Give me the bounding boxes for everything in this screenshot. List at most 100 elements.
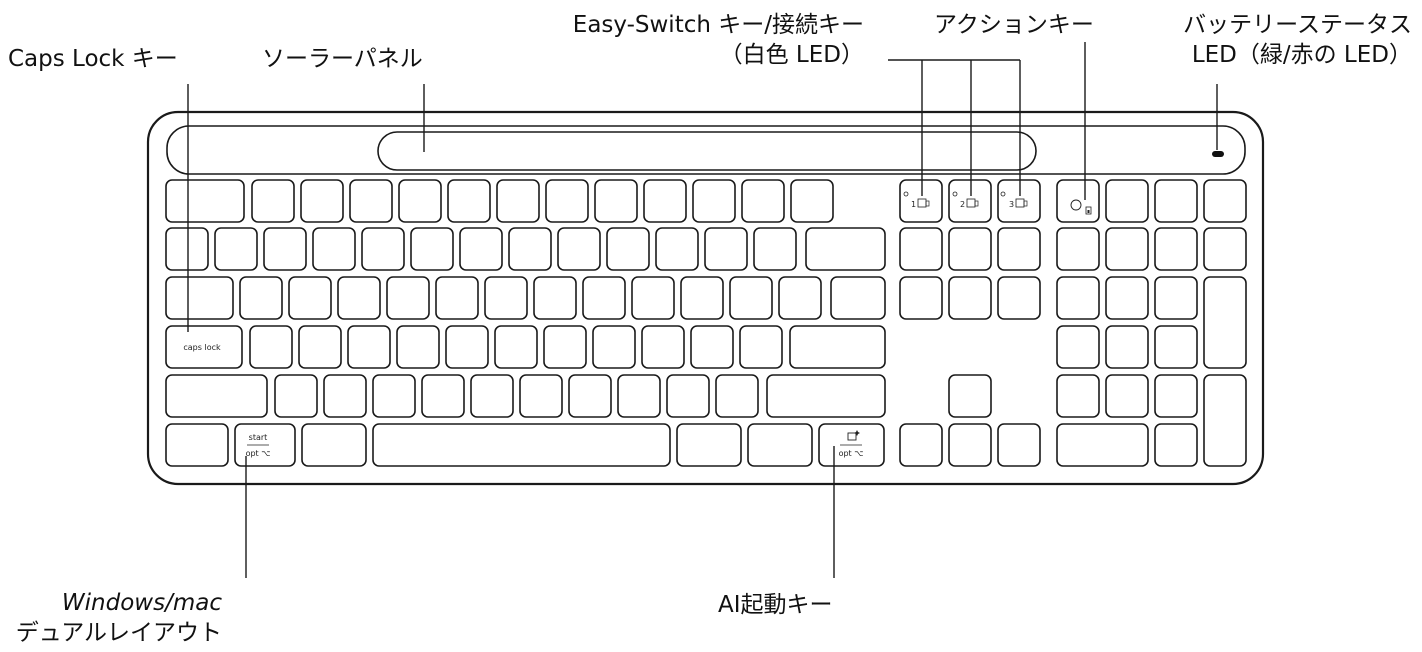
easy-switch-3-legend: 3 (1000, 191, 1028, 209)
key (704, 227, 748, 271)
ai-launch-callout: AI起動キー (718, 590, 833, 620)
key (519, 374, 563, 418)
svg-text:2: 2 (960, 200, 965, 209)
battery-status-callout: バッテリーステータス LED（緑/赤の LED） (1140, 10, 1412, 70)
cmd-key (301, 423, 367, 467)
callout-text: デュアルレイアウト (15, 620, 222, 646)
key (1203, 227, 1247, 271)
key (606, 227, 650, 271)
battery-key-legend (1070, 199, 1092, 215)
numpad-plus-key (1203, 276, 1247, 369)
key (165, 227, 209, 271)
key (484, 276, 528, 320)
tab-key (165, 276, 234, 320)
ai-sparkle-icon (847, 430, 860, 441)
easy-switch-3-key (997, 179, 1041, 223)
numpad-zero-key (1056, 423, 1149, 467)
easy-switch-1-key (899, 179, 943, 223)
key (1056, 276, 1100, 320)
key (533, 276, 577, 320)
key (592, 325, 636, 369)
key (386, 276, 430, 320)
keys-group (165, 179, 1247, 467)
key (1105, 374, 1149, 418)
key (617, 374, 661, 418)
key (470, 374, 514, 418)
key (715, 374, 759, 418)
key (830, 276, 886, 320)
function-key (447, 179, 491, 223)
start-legend: start (249, 433, 268, 442)
key (778, 276, 822, 320)
key (739, 325, 783, 369)
space-key (372, 423, 671, 467)
battery-status-key (1056, 179, 1100, 223)
callout-text: バッテリーステータス (1183, 12, 1412, 38)
key (1105, 179, 1149, 223)
key (690, 325, 734, 369)
key (361, 227, 405, 271)
key (582, 276, 626, 320)
key (435, 276, 479, 320)
enter-key (789, 325, 886, 369)
key (747, 423, 813, 467)
key (676, 423, 742, 467)
function-key (398, 179, 442, 223)
key (1154, 374, 1198, 418)
caps-lock-callout: Caps Lock キー (8, 44, 178, 74)
easy-switch-2-key (948, 179, 992, 223)
function-key (545, 179, 589, 223)
battery-led-icon (1212, 151, 1224, 157)
key (263, 227, 307, 271)
key (1154, 423, 1198, 467)
key (729, 276, 773, 320)
function-key (594, 179, 638, 223)
key (753, 227, 797, 271)
key (1154, 227, 1198, 271)
key (249, 325, 293, 369)
key (421, 374, 465, 418)
function-key (251, 179, 295, 223)
caps-lock-key (165, 325, 243, 369)
callout-text: ソーラーパネル (262, 46, 423, 72)
key (1154, 325, 1198, 369)
easy-switch-2-legend: 2 (952, 191, 979, 209)
key (312, 227, 356, 271)
key (1203, 179, 1247, 223)
key (1105, 227, 1149, 271)
key (655, 227, 699, 271)
opt-left-legend: opt ⌥ (246, 449, 271, 458)
solar-panel (377, 131, 1037, 171)
arrow-up-key (948, 374, 992, 418)
key (347, 325, 391, 369)
key (239, 276, 283, 320)
callout-text: Easy-Switch キー/接続キー (572, 12, 864, 38)
key (899, 276, 943, 320)
key (445, 325, 489, 369)
numpad-enter-key (1203, 374, 1247, 467)
function-key (741, 179, 785, 223)
escape-key (165, 179, 245, 223)
easy-switch-callout: Easy-Switch キー/接続キー （白色 LED） (530, 10, 864, 70)
callout-text: AI起動キー (718, 592, 833, 618)
left-shift-key (165, 374, 268, 418)
key (1056, 325, 1100, 369)
callout-text: （白色 LED） (719, 42, 864, 68)
callout-text: Windows/mac (61, 590, 222, 616)
key (1154, 179, 1198, 223)
svg-text:1: 1 (911, 200, 916, 209)
function-key (300, 179, 344, 223)
callout-text: LED（緑/赤の LED） (1191, 42, 1412, 68)
key (948, 227, 992, 271)
function-key (496, 179, 540, 223)
key (680, 276, 724, 320)
key (641, 325, 685, 369)
key (666, 374, 710, 418)
arrow-down-key (948, 423, 992, 467)
dual-layout-callout: Windows/mac デュアルレイアウト (0, 588, 222, 648)
key (372, 374, 416, 418)
opt-right-legend: opt ⌥ (839, 449, 864, 458)
key (1056, 227, 1100, 271)
key (997, 227, 1041, 271)
arrow-right-key (997, 423, 1041, 467)
